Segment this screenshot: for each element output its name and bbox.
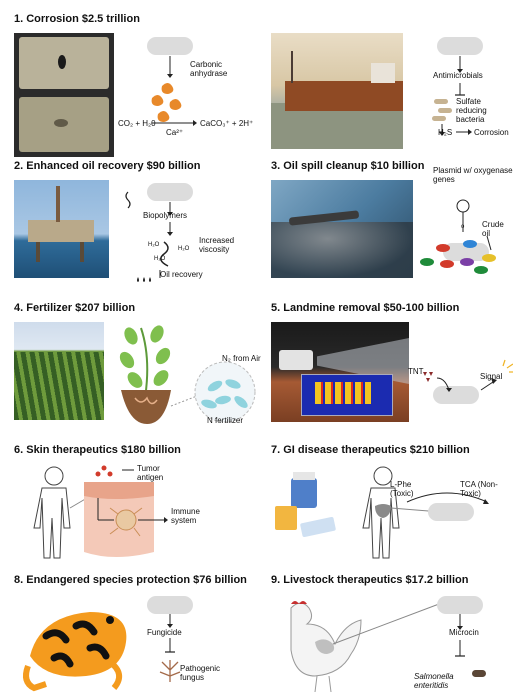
h2o-label-2: H₂O <box>178 246 190 252</box>
equation-right: CaCO₃⁺ + 2H⁺ <box>200 119 254 128</box>
cell-pill-5 <box>433 386 479 404</box>
crude-oil-label: Crude oil <box>482 220 504 238</box>
panel-2-title: 2. Enhanced oil recovery $90 billion <box>14 160 201 172</box>
biopolymers-label: Biopolymers <box>143 211 188 220</box>
h2o-label-1: H₂O <box>148 242 160 248</box>
signal-label: Signal <box>480 372 503 381</box>
spill-diagram: o <box>420 199 496 274</box>
panel-6-title: 6. Skin therapeutics $180 billion <box>14 444 181 456</box>
landmine-diagram <box>423 359 513 392</box>
cell-pill-8 <box>147 596 193 614</box>
panel-8-title: 8. Endangered species protection $76 bil… <box>14 574 247 586</box>
cell-pill-3 <box>443 243 489 261</box>
enteritidis-label: enteritidis <box>414 681 449 690</box>
cell-pill-1b <box>437 37 483 55</box>
bacteria-label: Sulfate reducing bacteria <box>456 97 487 124</box>
panel-5-title: 5. Landmine removal $50-100 billion <box>271 302 460 314</box>
panel-3-title: 3. Oil spill cleanup $10 billion <box>271 160 425 172</box>
microcin-label: Microcin <box>449 628 479 637</box>
chicken-illustration <box>290 601 440 693</box>
fungicide-diagram <box>159 614 181 682</box>
n2-label: N₂ from Air <box>222 354 261 363</box>
l-phe-label: L-Phe (Toxic) <box>390 480 414 498</box>
h2o-label-3: H₂O <box>154 256 166 262</box>
h2s-label: H₂S <box>438 128 453 137</box>
panel-4-title: 4. Fertilizer $207 billion <box>14 302 136 314</box>
eor-diagram <box>125 191 173 282</box>
fungicide-label: Fungicide <box>147 628 182 637</box>
plasmid-label: Plasmid w/ oxygenase genes <box>433 166 513 184</box>
panel-7-title: 7. GI disease therapeutics $210 billion <box>271 444 470 456</box>
tnt-label: TNT <box>408 367 424 376</box>
oil-spill-photo <box>271 180 413 278</box>
corrosion-label: Corrosion <box>474 128 509 137</box>
crop-field-photo <box>14 322 104 420</box>
panel-9-title: 9. Livestock therapeutics $17.2 billion <box>271 574 469 586</box>
equation-left: CO₂ + H₂0 <box>118 119 156 128</box>
immune-system-label: Immune system <box>171 507 200 525</box>
cell-pill-7 <box>428 503 474 521</box>
gi-diagram <box>275 466 489 559</box>
cell-pill-2 <box>147 183 193 201</box>
cell-pill-1a <box>147 37 193 55</box>
calcium-label: Ca²⁺ <box>166 128 184 137</box>
viscosity-label: Increased viscosity <box>199 236 235 254</box>
oil-platform-photo <box>14 180 109 278</box>
microcin-diagram <box>455 614 486 677</box>
landmine-photo <box>271 322 409 422</box>
salmonella-label: Salmonella <box>414 672 454 681</box>
antimicrobials-label: Antimicrobials <box>433 71 483 80</box>
n-fertilizer-label: N fertilizer <box>207 416 244 425</box>
oil-recovery-label: Oil recovery <box>160 270 203 279</box>
pathogenic-fungus-label: Pathogenic fungus <box>180 664 221 682</box>
enzyme-label: Carbonic anhydrase <box>190 60 228 78</box>
svg-text:o: o <box>461 224 465 230</box>
cell-pill-9 <box>437 596 483 614</box>
corrosion-1b-arrows <box>432 56 472 136</box>
skin-diagram <box>33 465 168 559</box>
frog-illustration <box>23 612 127 692</box>
plant-diagram <box>119 325 256 424</box>
corroded-metal-photo <box>14 33 114 157</box>
tca-label: TCA (Non-Toxic) <box>460 480 498 498</box>
rusted-ship-photo <box>271 33 403 149</box>
corrosion-1a-arrows <box>151 56 197 126</box>
tumor-antigen-label: Tumor antigen <box>137 464 164 482</box>
panel-1-title: 1. Corrosion $2.5 trillion <box>14 13 140 25</box>
